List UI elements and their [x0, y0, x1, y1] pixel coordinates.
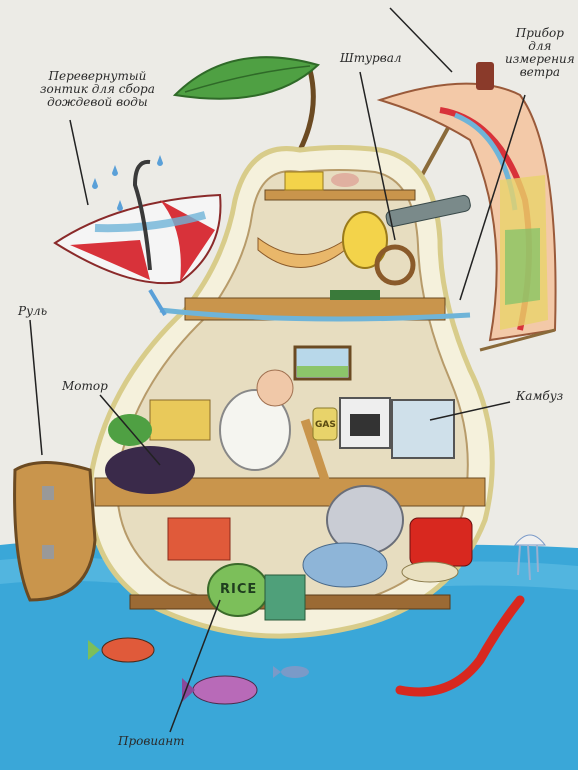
rudder-icon — [13, 461, 97, 602]
leaf-icon — [172, 56, 320, 100]
wheel-label: Штурвал — [340, 51, 402, 65]
purple-fish-icon — [182, 675, 258, 705]
eel-icon — [395, 595, 525, 697]
umbrella-label: Перевернутый зонтик для сбора дождевой в… — [40, 69, 155, 109]
ship-wheel-icon — [374, 244, 416, 286]
old-man-icon — [219, 389, 291, 471]
galley-label: Камбуз — [516, 389, 564, 403]
motor-label: Мотор — [62, 379, 108, 393]
jellyfish-icon — [513, 534, 547, 581]
rice-sack-text: RICE — [220, 582, 258, 597]
small-fish-icon — [273, 666, 309, 678]
pear-stem — [297, 69, 316, 152]
cat-icon — [342, 211, 388, 269]
provisions-label: Провиант — [118, 734, 185, 748]
red-fish-icon — [88, 637, 155, 663]
leader-lines — [29, 7, 526, 733]
wind-gauge-label: Прибор для измерения ветра — [505, 26, 575, 79]
rudder-label: Руль — [18, 304, 48, 318]
gas-can-text: GAS — [315, 420, 336, 430]
